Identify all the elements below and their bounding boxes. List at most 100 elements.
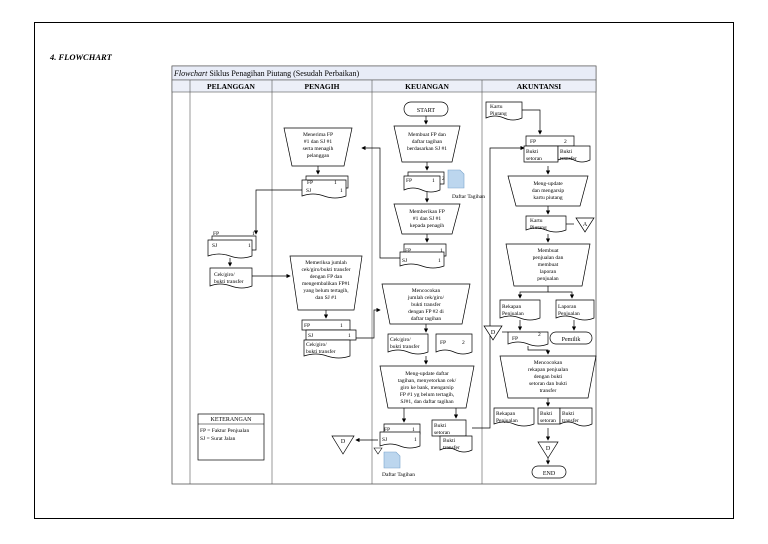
svg-text:2: 2 <box>564 139 567 145</box>
svg-text:Piutang: Piutang <box>490 111 507 117</box>
svg-text:Penjualan: Penjualan <box>502 311 524 317</box>
svg-text:Meng-update daftar: Meng-update daftar <box>405 370 449 377</box>
svg-text:Memeriksa jumlah: Memeriksa jumlah <box>305 260 347 266</box>
svg-text:Membuat FP dan: Membuat FP dan <box>408 132 446 138</box>
svg-text:FP: FP <box>512 336 518 342</box>
akuntansi-doc-fp2: FP 2 <box>507 331 549 347</box>
svg-text:Cek/giro/: Cek/giro/ <box>306 342 327 348</box>
svg-text:dengan FP dan: dengan FP dan <box>310 274 343 280</box>
svg-text:bukti transfer: bukti transfer <box>306 348 336 355</box>
svg-text:Menerima FP: Menerima FP <box>303 132 333 138</box>
svg-text:Mencocokan: Mencocokan <box>412 288 441 294</box>
page-frame <box>34 22 734 519</box>
keuangan-process-2: Memberikan FP #1 dan SJ #1 kepada penagi… <box>393 203 461 235</box>
svg-text:setoran dan bukti: setoran dan bukti <box>529 381 567 387</box>
svg-text:SJ: SJ <box>402 258 408 264</box>
daftar-tagihan-doc: Daftar Tagihan <box>447 169 485 200</box>
svg-text:FP: FP <box>304 323 310 329</box>
pel-cek-line1: Cek/giro/ <box>214 272 235 278</box>
akuntansi-kartu-piutang: Kartu Piutang <box>485 101 523 121</box>
akuntansi-final-docs: Rekapan Penjualan Bukti setoran Bukti tr… <box>493 407 593 427</box>
pel-fp-label: FP <box>213 231 219 237</box>
svg-text:setoran: setoran <box>434 430 450 436</box>
keuangan-doc-fp-sj: FP 1 SJ 1 <box>399 243 447 269</box>
svg-text:berdasarkan SJ #1: berdasarkan SJ #1 <box>407 146 447 152</box>
svg-text:Daftar Tagihan: Daftar Tagihan <box>452 193 485 200</box>
svg-text:FP #1 yg belum tertagih,: FP #1 yg belum tertagih, <box>400 392 455 398</box>
svg-text:FP: FP <box>440 340 446 346</box>
svg-text:laporan: laporan <box>540 269 557 275</box>
svg-text:1: 1 <box>348 333 351 339</box>
svg-text:Daftar Tagihan: Daftar Tagihan <box>382 471 415 478</box>
penagih-doc-fp-sj: FP 1 SJ 1 <box>301 175 349 199</box>
svg-text:END: END <box>543 471 556 477</box>
keuangan-doc-fp: FP 1 2 <box>403 171 445 193</box>
keterangan-box: KETERANGAN FP = Faktur Penjualan SJ = Su… <box>197 413 265 461</box>
keuangan-archive-docs: FP 1 SJ 1 Daftar Tagihan <box>373 423 421 478</box>
akuntansi-doc-fp-bukti: FP 2 Bukti setoran Bukti transfer <box>523 135 591 163</box>
akuntansi-offpage-a: A <box>575 217 595 233</box>
svg-text:kartu piutang: kartu piutang <box>533 195 562 201</box>
akuntansi-offpage-d: D <box>483 325 503 341</box>
svg-text:Kartu: Kartu <box>490 104 503 110</box>
svg-text:tagihan, menyetorkan cek/: tagihan, menyetorkan cek/ <box>398 378 457 384</box>
penagih-offpage-d: D <box>331 435 355 455</box>
svg-text:2: 2 <box>462 340 465 346</box>
svg-text:transfer: transfer <box>560 155 577 162</box>
svg-text:membuat: membuat <box>538 262 559 268</box>
svg-text:daftar tagihan: daftar tagihan <box>412 138 443 145</box>
svg-text:transfer: transfer <box>562 417 579 424</box>
svg-text:1: 1 <box>414 437 417 443</box>
svg-text:FP: FP <box>384 427 390 433</box>
svg-text:dan mengarsip: dan mengarsip <box>532 188 564 194</box>
svg-text:Memberikan FP: Memberikan FP <box>409 209 445 215</box>
akuntansi-end: END <box>531 465 567 479</box>
svg-text:bukti transfer: bukti transfer <box>411 301 441 308</box>
svg-text:Bukti: Bukti <box>540 411 553 417</box>
svg-text:transfer: transfer <box>540 387 557 394</box>
pelanggan-doc-fp-sj: FP 1 SJ 1 <box>207 231 257 259</box>
keuangan-bukti-docs: Bukti setoran Bukti transfer <box>431 419 473 453</box>
svg-text:FP: FP <box>405 248 411 254</box>
svg-text:FP: FP <box>406 178 412 184</box>
svg-text:pelanggan: pelanggan <box>307 153 330 159</box>
keuangan-start: START <box>403 101 449 117</box>
svg-text:START: START <box>417 108 435 114</box>
keuangan-doc-cek-fp: Cek/giro/ bukti transfer FP 2 <box>387 333 473 355</box>
lane-header-row <box>171 79 597 93</box>
svg-text:A: A <box>583 222 588 228</box>
svg-text:dengan bukti: dengan bukti <box>534 374 563 380</box>
svg-text:dengan FP #2 di: dengan FP #2 di <box>408 309 444 315</box>
akuntansi-offpage-d2: D <box>537 441 559 459</box>
svg-text:Rekapan: Rekapan <box>502 304 521 310</box>
svg-text:SJ#1, dan daftar tagihan: SJ#1, dan daftar tagihan <box>400 398 453 405</box>
svg-text:D: D <box>341 439 346 445</box>
svg-text:Bukti: Bukti <box>434 423 447 429</box>
lane-penagih: PENAGIH <box>304 82 339 91</box>
svg-text:Mencocokan: Mencocokan <box>534 360 563 366</box>
lane-keuangan: KEUANGAN <box>405 82 449 91</box>
svg-text:setoran: setoran <box>540 418 556 424</box>
lane-akuntansi: AKUNTANSI <box>517 82 562 91</box>
section-heading: 4. FLOWCHART <box>50 52 112 62</box>
svg-text:Meng-update: Meng-update <box>533 181 563 187</box>
akuntansi-kartu-piutang-2: Kartu Piutang <box>525 215 567 233</box>
svg-text:Rekapan: Rekapan <box>496 411 515 417</box>
svg-text:kepada penagih: kepada penagih <box>410 223 445 229</box>
penagih-process-1: Menerima FP #1 dan SJ #1 serta menagih p… <box>283 127 353 167</box>
pel-cek-line2: bukti transfer <box>214 278 244 285</box>
svg-text:1: 1 <box>340 323 343 329</box>
svg-text:yang belum tertagih,: yang belum tertagih, <box>303 288 349 294</box>
svg-text:penjualan: penjualan <box>537 276 559 282</box>
svg-text:FP: FP <box>530 139 536 145</box>
svg-text:Bukti: Bukti <box>560 149 573 155</box>
svg-text:D: D <box>546 446 551 452</box>
svg-text:Cek/giro/: Cek/giro/ <box>390 337 411 343</box>
svg-text:1: 1 <box>440 248 443 254</box>
svg-text:1: 1 <box>432 178 435 184</box>
svg-text:rekapan penjualan: rekapan penjualan <box>528 367 568 373</box>
akuntansi-laporan-doc: Laporan Penjualan <box>555 299 595 321</box>
keterangan-fp: FP = Faktur Penjualan <box>200 428 249 434</box>
pelanggan-doc-cek: Cek/giro/ bukti transfer <box>209 267 253 289</box>
